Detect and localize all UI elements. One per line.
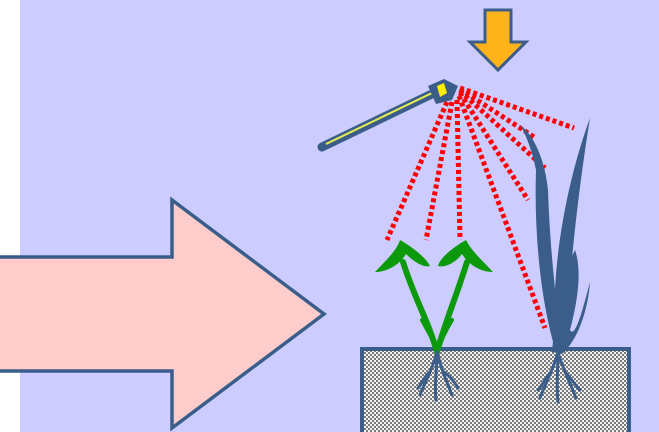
right-arrow-icon <box>0 196 327 432</box>
grass-roots-icon <box>536 350 582 404</box>
spray-dots-icon <box>384 85 575 329</box>
seedling-roots-icon <box>416 350 460 402</box>
down-arrow-icon <box>466 8 530 73</box>
seedling-icon <box>375 240 493 355</box>
soil-block-icon <box>360 347 631 432</box>
spray-wand-icon <box>317 79 458 152</box>
grass-weed-icon <box>520 118 590 354</box>
